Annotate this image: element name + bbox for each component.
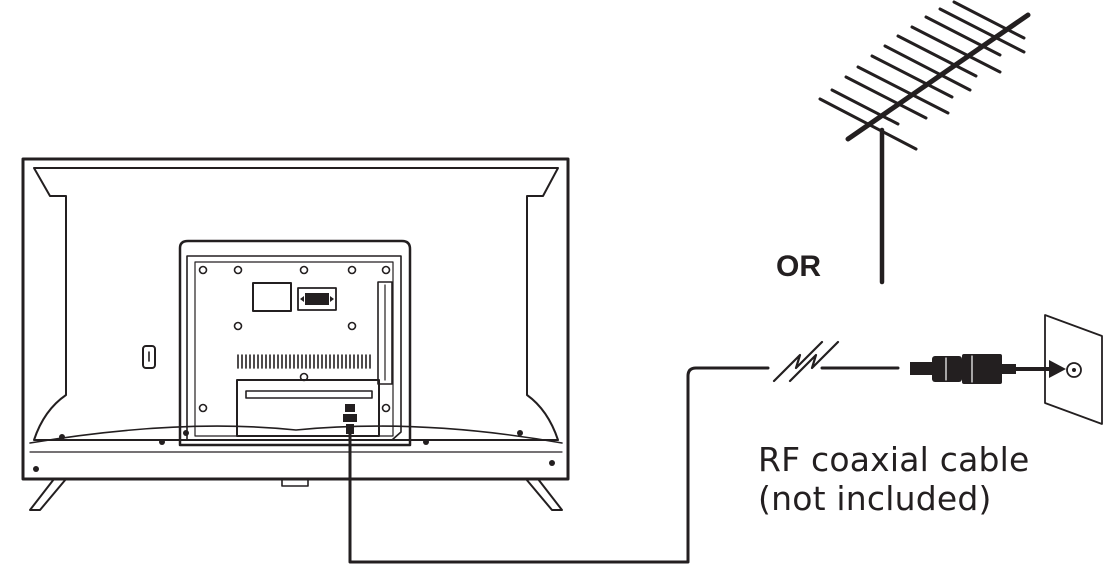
cable-caption: RF coaxial cable (not included) [758, 440, 1030, 518]
coax-cable [348, 366, 900, 564]
antenna-icon [818, 0, 1031, 285]
tv-back-icon [21, 157, 570, 511]
cable-caption-line1: RF coaxial cable [758, 440, 1030, 479]
cable-caption-line2: (not included) [758, 479, 992, 518]
coax-connector-icon [910, 354, 1066, 384]
wall-outlet-icon [1044, 314, 1103, 425]
or-label: OR [776, 250, 821, 283]
cable-break-icon [772, 340, 840, 383]
